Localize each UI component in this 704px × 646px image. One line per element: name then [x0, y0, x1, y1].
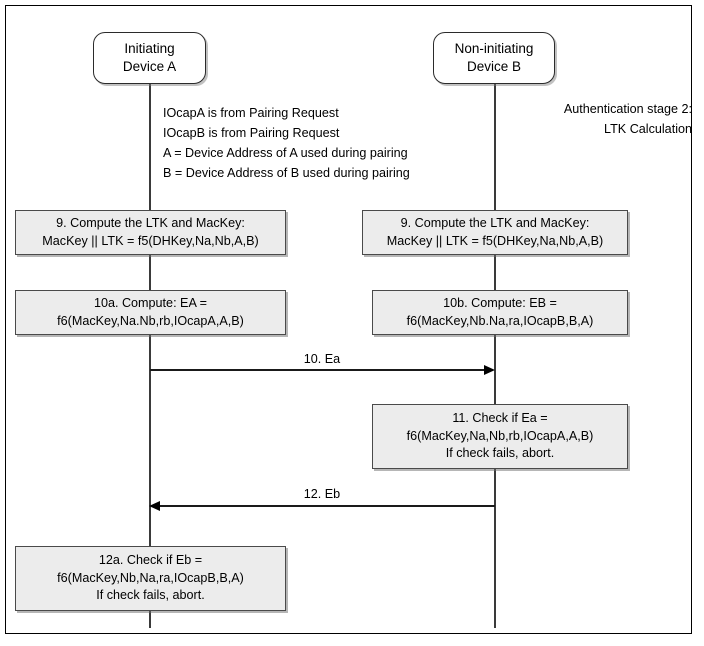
message-10-ea-arrowhead: [484, 365, 495, 375]
lifeline-device-a: [149, 84, 151, 628]
step-11-line3: If check fails, abort.: [445, 446, 555, 461]
step-9a-line1: 9. Compute the LTK and MacKey:: [56, 215, 245, 230]
legend-line-3: A = Device Address of A used during pair…: [163, 145, 408, 160]
actor-device-b-line1: Non-initiating: [454, 40, 534, 56]
legend-line-1: IOcapA is from Pairing Request: [163, 106, 339, 120]
step-11-line1: 11. Check if Ea =: [452, 410, 548, 425]
legend-line-4: B = Device Address of B used during pair…: [163, 165, 410, 180]
process-box-step-9a[interactable]: 9. Compute the LTK and MacKey: MacKey ||…: [15, 210, 286, 255]
actor-device-a-line2: Device A: [122, 59, 177, 74]
message-12-eb-label: 12. Eb: [303, 487, 341, 501]
process-box-step-12a[interactable]: 12a. Check if Eb = f6(MacKey,Nb,Na,ra,IO…: [15, 546, 286, 611]
step-10b-line2: f6(MacKey,Nb.Na,ra,IOcapB,B,A): [406, 313, 594, 328]
step-9b-line1: 9. Compute the LTK and MacKey:: [400, 215, 590, 230]
step-12a-line2: f6(MacKey,Nb,Na,ra,IOcapB,B,A): [57, 570, 244, 585]
step-10a-line2: f6(MacKey,Na.Nb,rb,IOcapA,A,B): [57, 313, 244, 328]
message-10-ea-label: 10. Ea: [303, 352, 341, 366]
message-12-eb-line: [160, 505, 495, 507]
legend-line-2: IOcapB is from Pairing Request: [163, 125, 340, 140]
lifeline-device-b: [494, 84, 496, 628]
process-box-step-10b[interactable]: 10b. Compute: EB = f6(MacKey,Nb.Na,ra,IO…: [372, 290, 628, 335]
step-9a-line2: MacKey || LTK = f5(DHKey,Na,Nb,A,B): [42, 233, 259, 248]
diagram-frame: [5, 5, 692, 634]
actor-box-device-b[interactable]: Non-initiating Device B: [433, 32, 555, 84]
message-12-eb-arrowhead: [149, 501, 160, 511]
message-10-ea-line: [150, 369, 484, 371]
process-box-step-11[interactable]: 11. Check if Ea = f6(MacKey,Na,Nb,rb,IOc…: [372, 404, 628, 469]
stage-note-line1: Authentication stage 2:: [563, 102, 692, 116]
process-box-step-9b[interactable]: 9. Compute the LTK and MacKey: MacKey ||…: [362, 210, 628, 255]
step-10a-line1: 10a. Compute: EA =: [93, 295, 208, 310]
actor-device-a-line1: Initiating: [124, 40, 175, 56]
step-9b-line2: MacKey || LTK = f5(DHKey,Na,Nb,A,B): [386, 233, 604, 248]
step-12a-line3: If check fails, abort.: [96, 588, 205, 603]
stage-note: Authentication stage 2: LTK Calculation: [440, 100, 692, 140]
step-11-line2: f6(MacKey,Na,Nb,rb,IOcapA,A,B): [406, 428, 594, 443]
legend-note: IOcapA is from Pairing Request IOcapB is…: [163, 104, 410, 184]
step-12a-line1: 12a. Check if Eb =: [98, 552, 203, 567]
stage-note-line2: LTK Calculation: [604, 121, 692, 136]
actor-box-device-a[interactable]: Initiating Device A: [93, 32, 206, 84]
step-10b-line1: 10b. Compute: EB =: [443, 295, 557, 310]
actor-device-b-line2: Device B: [466, 59, 522, 74]
process-box-step-10a[interactable]: 10a. Compute: EA = f6(MacKey,Na.Nb,rb,IO…: [15, 290, 286, 335]
